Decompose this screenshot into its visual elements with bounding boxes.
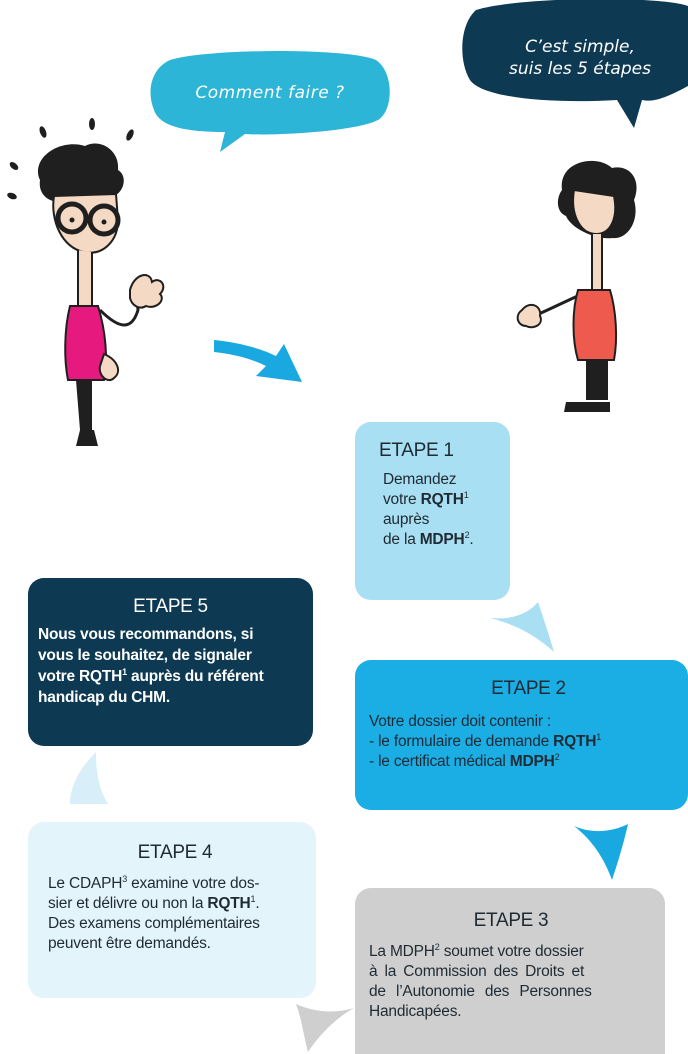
step-5-line3-rest: auprès du référent [126,668,264,685]
step-5-line2: vous le souhaitez, de signaler [38,647,252,664]
step-3-line2: à la Commission des Droits et [369,963,585,980]
step-1-line4: de la MDPH2. [383,530,510,550]
woman-illustration [516,160,637,412]
bubble-right-line1: C’est simple, [525,37,635,57]
bubble-right-line2: suis les 5 étapes [509,59,651,79]
step-1-line1: Demandez [383,471,457,488]
step-2-line3: - le certificat médical MDPH2 [369,752,688,772]
step-5-body: Nous vous recommandons, si vous le souha… [38,624,303,708]
step-4-note-1: 1 [250,894,256,904]
step-5-line1: Nous vous recommandons, si [38,626,254,643]
step-4-line2: sier et délivre ou non la RQTH1. [48,894,302,914]
step-5-line3: votre RQTH1 auprès du référent [38,666,303,687]
step-4-title: ETAPE 4 [137,842,213,863]
step-2-body: Votre dossier doit contenir : - le formu… [369,712,688,772]
step-2-rqth: RQTH [553,733,597,750]
step-5-note-1: 1 [122,667,127,677]
step-1-rqth: RQTH [420,491,464,508]
step-1-card: ETAPE 1 Demandez votre RQTH1 auprès de l… [355,422,510,600]
step-4-line1-rest: examine votre dos- [127,875,260,892]
bubble-left-text: Comment faire ? [195,83,345,103]
bubble-right-textbox: C’est simple, suis les 5 étapes [472,30,688,86]
step-4-card: ETAPE 4 Le CDAPH3 examine votre dos- sie… [28,822,316,998]
bubble-right-shape [462,0,688,128]
arrow-down-right-icon [214,340,302,382]
step-5-line3-text: votre RQTH [38,668,123,685]
step-4-period: . [255,895,260,912]
bubble-left-shape [150,51,390,152]
step-1-title: ETAPE 1 [379,440,454,461]
step-2-mdph: MDPH [509,753,555,770]
step-1-line3: auprès [383,511,430,528]
arrow-step1-to-step2-icon [490,602,554,652]
step-1-mdph: MDPH [419,531,465,548]
step-1-line2-text: votre [383,491,421,508]
step-4-rqth: RQTH [207,895,251,912]
step-2-line1: Votre dossier doit contenir : [369,713,552,730]
speech-bubble-left: Comment faire ? [150,50,390,160]
step-4-line3: Des examens complémentaires [48,915,260,932]
step-5-title: ETAPE 5 [133,596,208,617]
step-3-line1-rest: soumet votre dossier [439,943,584,960]
step-4-note-3: 3 [122,874,128,884]
step-3-body: La MDPH2 soumet votre dossier à la Commi… [369,942,653,1022]
step-1-body: Demandez votre RQTH1 auprès de la MDPH2. [383,470,510,550]
arrow-step4-to-step5-icon [70,752,108,804]
step-3-note-2: 2 [434,942,440,952]
step-1-note-2: 2 [464,530,470,540]
step-1-line2: votre RQTH1 [383,490,510,510]
step-2-note-1: 1 [596,732,602,742]
step-2-title: ETAPE 2 [491,678,566,699]
step-2-card: ETAPE 2 Votre dossier doit contenir : - … [355,660,688,810]
step-3-card: ETAPE 3 La MDPH2 soumet votre dossier à … [355,888,665,1054]
step-1-line4-text: de la [383,531,420,548]
step-4-line2-text: sier et délivre ou non la [48,895,208,912]
worried-man-illustration [7,118,165,446]
step-5-card: ETAPE 5 Nous vous recommandons, si vous … [28,578,313,746]
step-4-body: Le CDAPH3 examine votre dos- sier et dél… [48,874,302,954]
speech-bubble-right: C’est simple, suis les 5 étapes [462,0,688,130]
step-2-note-2: 2 [554,752,560,762]
arrow-step3-to-step4-icon [296,1004,354,1052]
step-2-line2: - le formulaire de demande RQTH1 [369,732,688,752]
step-3-line1: La MDPH2 soumet votre dossier [369,942,653,962]
step-5-line4: handicap du CHM. [38,689,170,706]
step-2-line3-text: - le certificat médical [369,753,510,770]
step-3-line4: Handicapées. [369,1003,462,1020]
arrow-step2-to-step3-icon [574,824,628,880]
step-1-note-1: 1 [463,490,469,500]
step-4-line1: Le CDAPH3 examine votre dos- [48,874,302,894]
step-3-line3: de l’Autonomie des Personnes [369,983,592,1000]
step-4-line1-text: Le CDAPH [48,875,123,892]
step-3-title: ETAPE 3 [473,910,549,931]
step-4-line4: peuvent être demandés. [48,935,211,952]
step-1-period: . [469,531,474,548]
step-3-line1-text: La MDPH [369,943,435,960]
step-2-line2-text: - le formulaire de demande [369,733,554,750]
